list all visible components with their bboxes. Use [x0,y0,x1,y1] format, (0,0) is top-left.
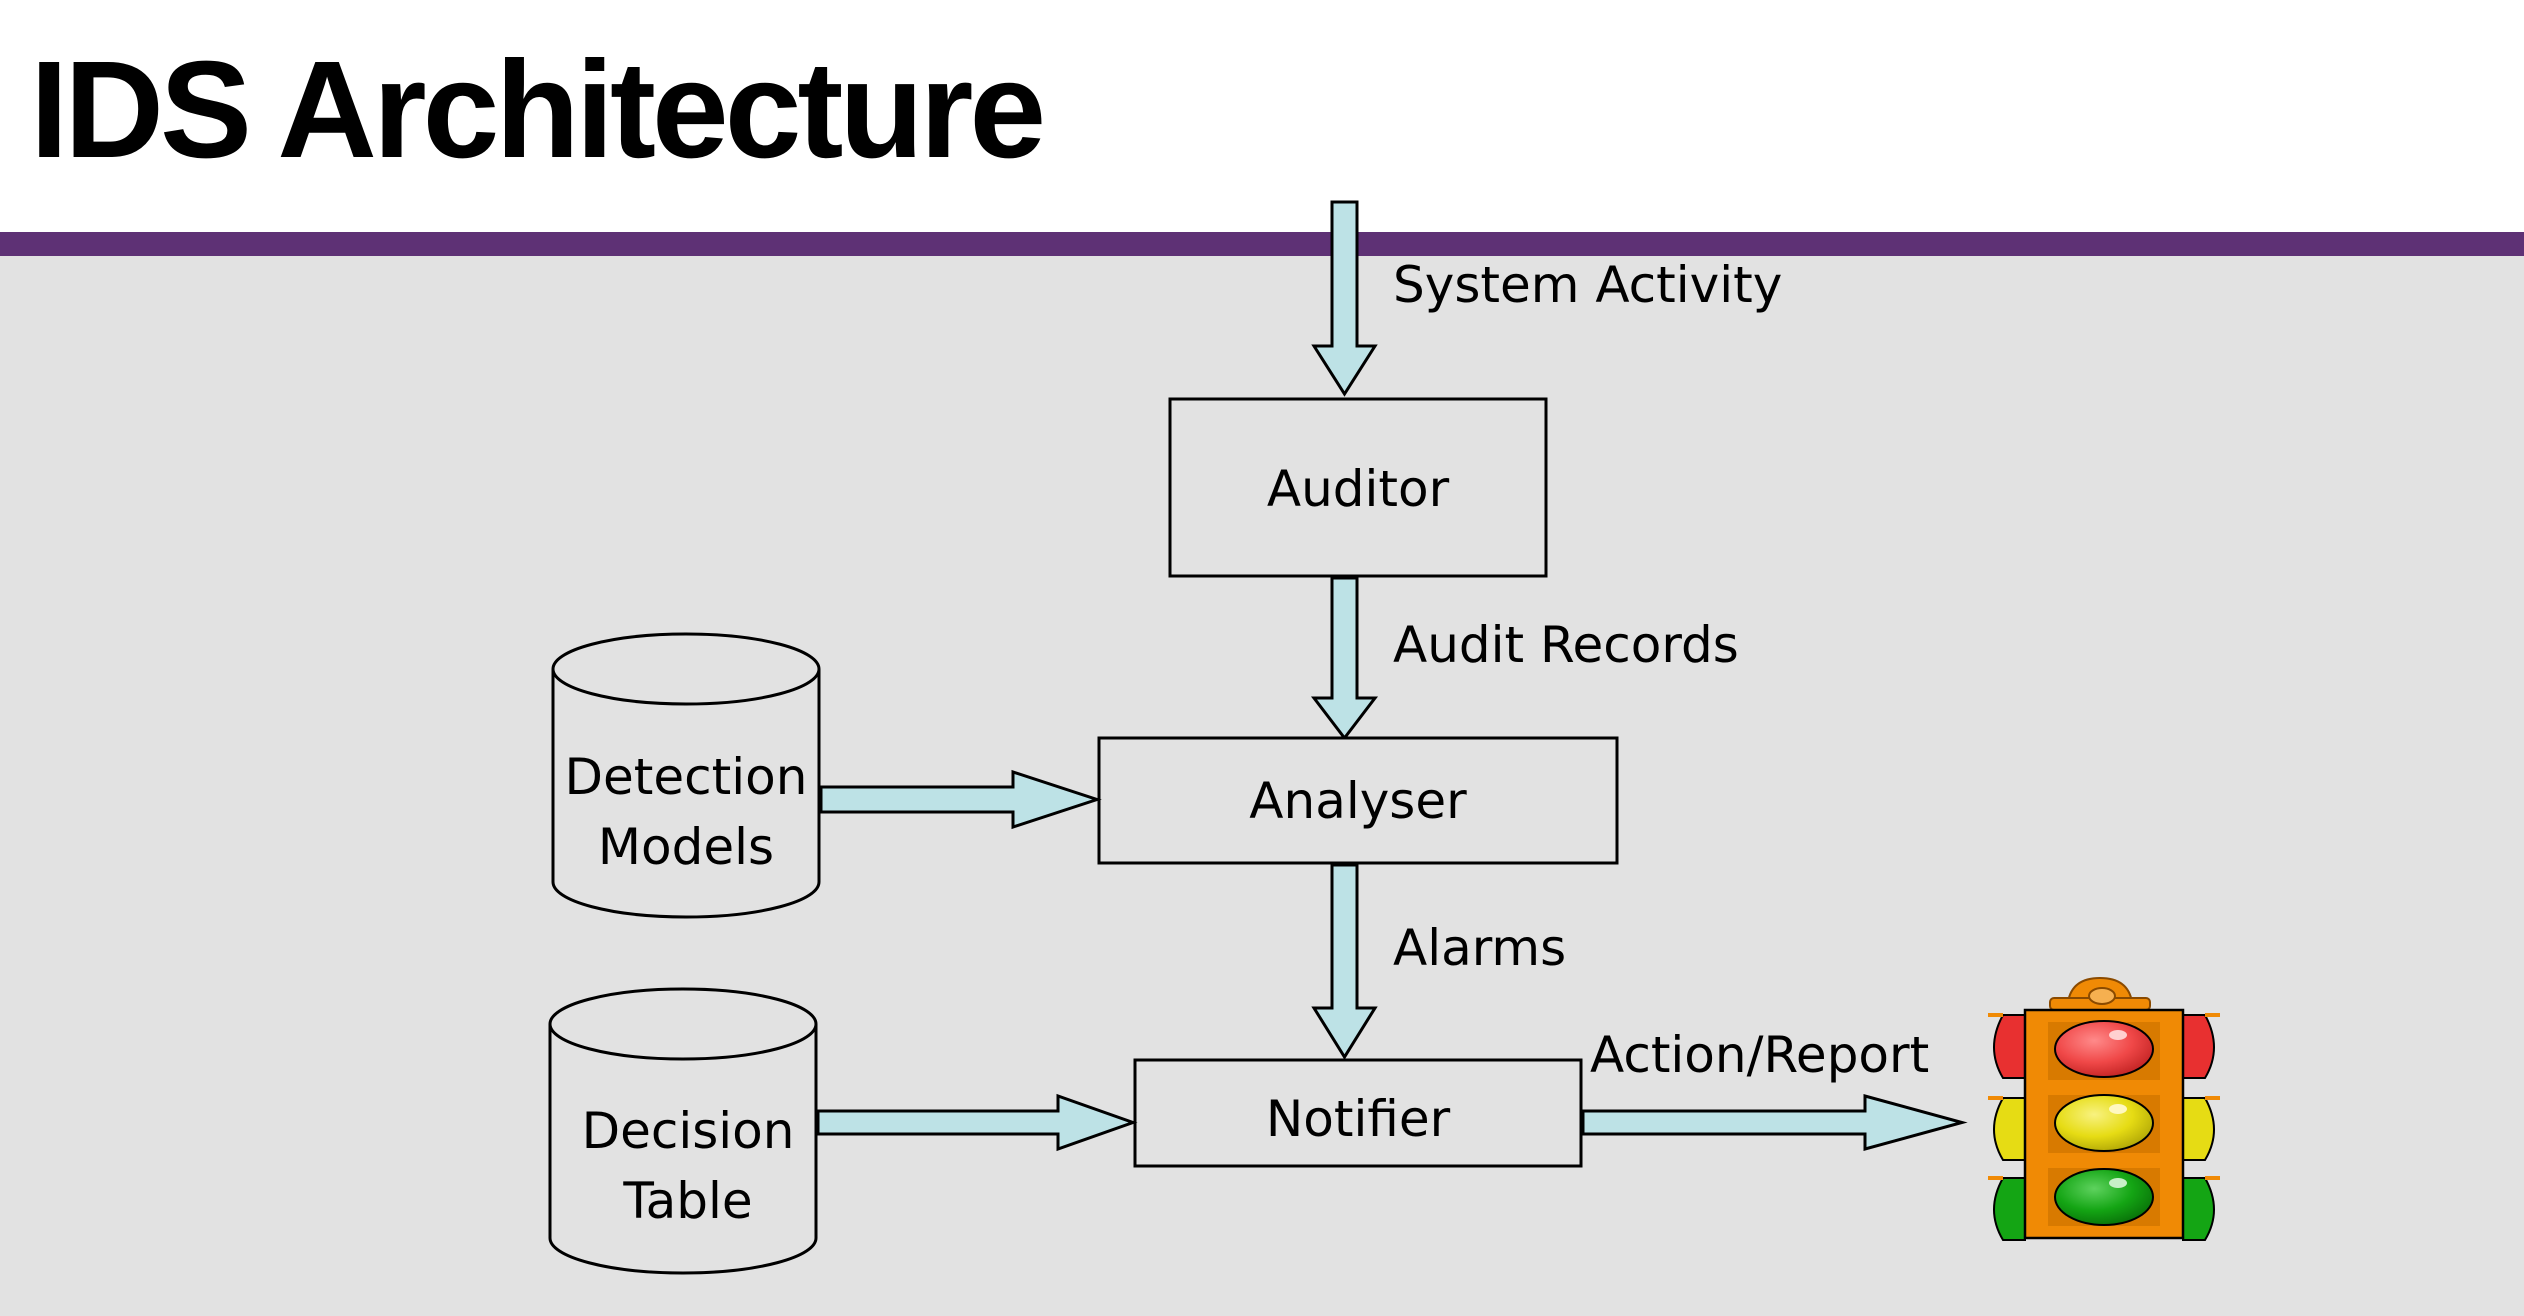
decision-table-label-line1: Decision [582,1102,795,1160]
action-report-label: Action/Report [1590,1026,1929,1084]
action-report-arrow [1581,1094,1968,1151]
system-activity-arrow [1311,200,1378,397]
system-activity-label: System Activity [1393,256,1782,314]
analyser-label: Analyser [1249,772,1467,830]
analyser-box: Analyser [1097,736,1619,865]
detection-models-label-line2: Models [598,818,774,876]
decision-table-label-line2: Table [622,1172,752,1230]
alarms-label: Alarms [1393,919,1566,977]
yellow-light [2054,1094,2154,1152]
detection-models-store: Detection Models [551,632,821,919]
detection-to-analyser-arrow [819,769,1102,830]
detection-models-label-line1: Detection [565,748,808,806]
title-area: IDS Architecture [0,0,2524,232]
decision-table-store: Decision Table [548,987,818,1275]
notifier-box: Notifier [1133,1058,1583,1168]
alarms-arrow [1311,863,1378,1060]
audit-records-arrow [1310,576,1379,741]
audit-records-label: Audit Records [1393,616,1739,674]
red-light [2054,1020,2154,1078]
green-light [2054,1168,2154,1226]
slide-title: IDS Architecture [30,33,1046,187]
traffic-light-icon [1988,976,2220,1241]
decision-to-notifier-arrow [816,1093,1138,1152]
auditor-box: Auditor [1168,397,1548,578]
notifier-label: Notifier [1266,1090,1451,1148]
auditor-label: Auditor [1267,460,1450,518]
title-divider [0,232,2524,256]
